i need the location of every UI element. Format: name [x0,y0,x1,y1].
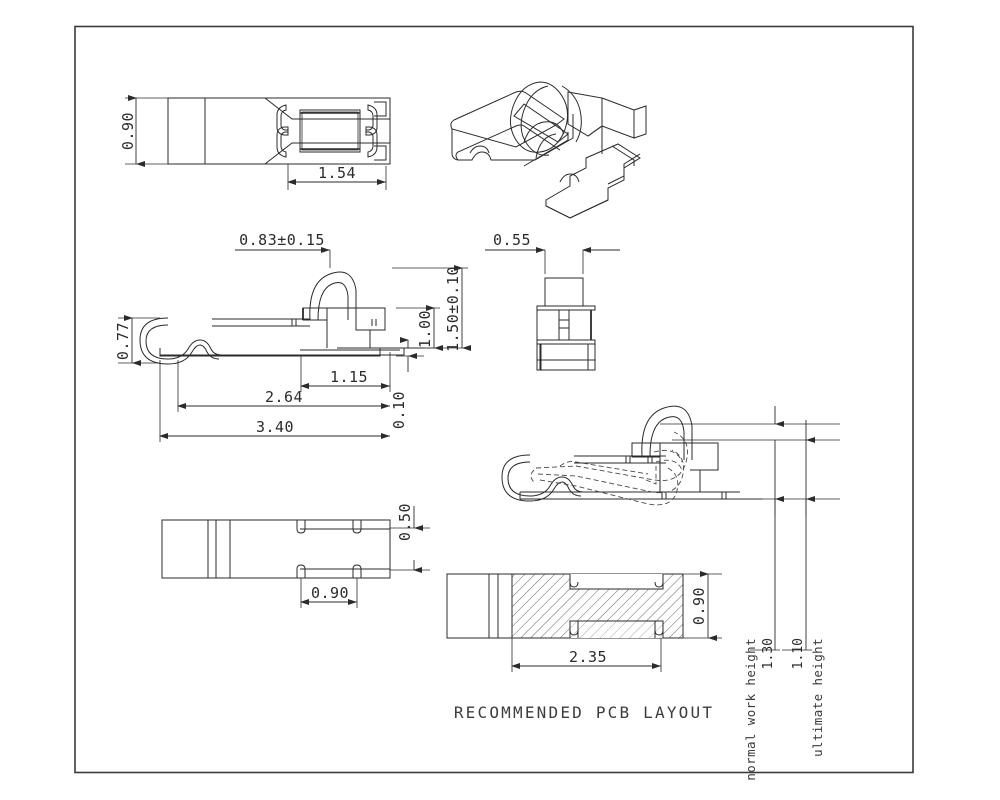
top-view [167,97,391,165]
dim-label-mid-length: 2.64 [265,388,303,406]
pcb-layout-view [446,573,684,639]
dim-label-top-height: 0.90 [119,112,137,150]
deflection-leader-lines [660,406,840,651]
sheet-border [74,25,914,774]
dim-top-view-height: 0.90 [119,95,168,167]
dim-label-overall-length: 3.40 [256,418,294,436]
dim-top-view-width: 1.54 [287,164,387,190]
dim-side-post-width: 1.15 [300,352,391,392]
annotation-ultimate-height: 1.10 ultimate height [791,638,825,757]
dim-label-total-height: 1.50±0.10 [444,266,462,352]
dim-label-foot-height: 0.10 [390,391,408,429]
dim-label-body-height: 1.00 [416,310,434,348]
dim-bottom-pad-offset: 0.50 [390,503,430,573]
dim-side-body-height: 1.00 [396,305,443,351]
annotation-normal-work-height: normal work height 1.30 [743,638,776,781]
dim-side-foot-height: 0.10 [390,337,424,429]
dim-label-pcb-length: 2.35 [569,648,607,666]
label-normal-work-height: normal work height [743,638,758,781]
dim-bottom-pad-pitch: 0.90 [300,578,358,608]
dim-label-pad-offset: 0.50 [396,503,414,541]
isometric-view [450,81,647,219]
value-ultimate-height: 1.10 [791,638,806,669]
dim-label-pad-pitch: 0.90 [311,584,349,602]
deflection-detail-view [501,405,762,502]
dim-label-pcb-width: 0.90 [690,587,708,625]
dim-label-end-width: 0.55 [493,231,531,249]
value-normal-work-height: 1.30 [761,638,776,669]
end-view [536,277,596,371]
deflection-dashed-positions [530,431,688,506]
dim-label-top-width: 1.54 [318,164,356,182]
dim-side-total-height: 1.50±0.10 [392,265,471,352]
dim-side-beam-offset: 0.83±0.15 [235,231,331,268]
dim-label-post-width: 1.15 [330,368,368,386]
dim-side-mid-length: 2.64 [177,360,390,412]
bottom-view [161,519,391,579]
label-ultimate-height: ultimate height [810,638,825,757]
dim-label-hook-height: 0.77 [114,322,132,360]
dim-end-view-width: 0.55 [485,231,620,274]
dim-pcb-length: 2.35 [511,638,662,672]
pcb-layout-title: RECOMMENDED PCB LAYOUT [454,703,714,722]
dim-pcb-width: 0.90 [683,571,722,641]
dim-side-overall-length: 3.40 [159,360,390,442]
dim-side-hook-height: 0.77 [114,315,160,366]
dim-label-beam-offset: 0.83±0.15 [239,231,325,249]
side-section-view [139,271,405,365]
